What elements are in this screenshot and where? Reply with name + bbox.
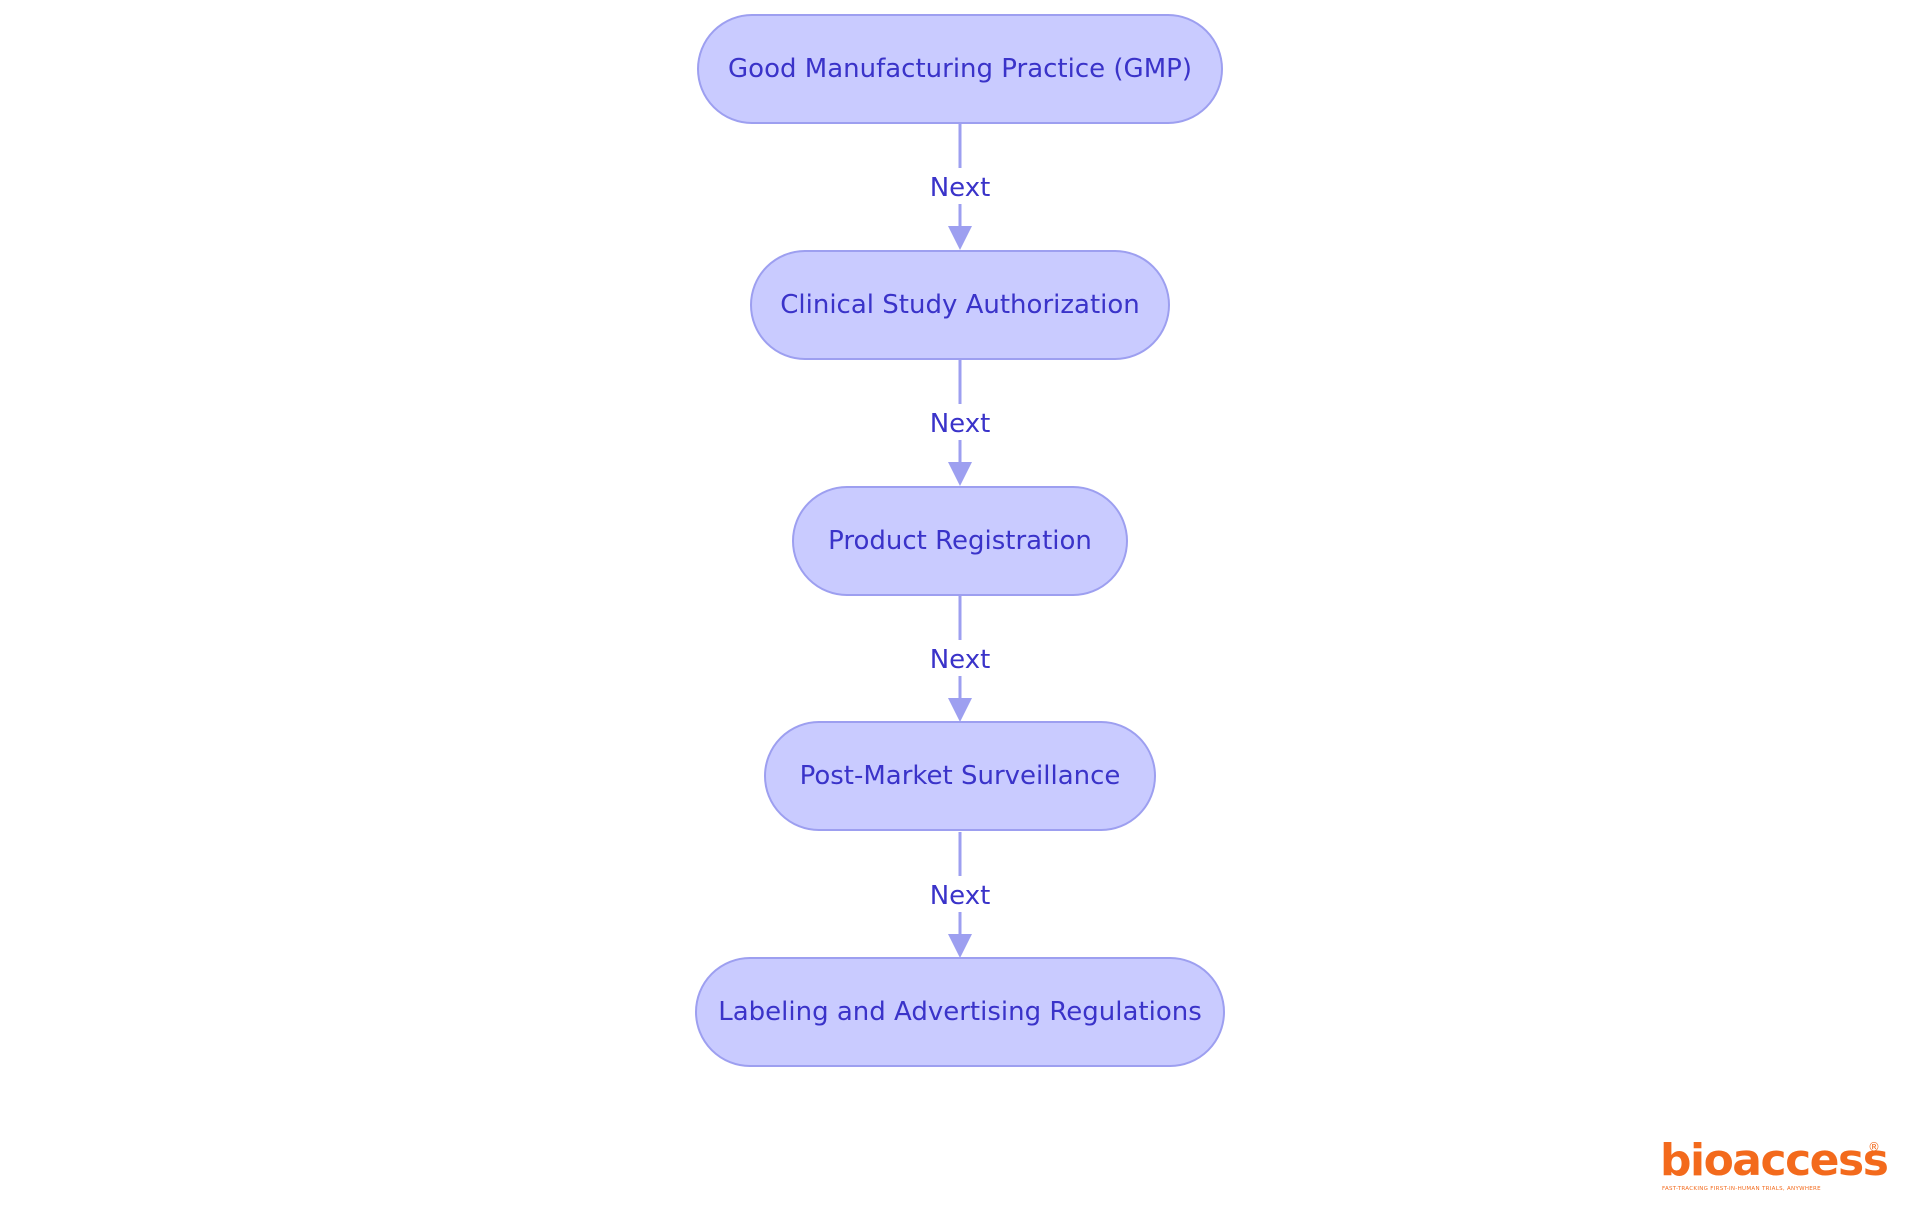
node-label: Good Manufacturing Practice (GMP) [728,54,1192,84]
node-product-registration: Product Registration [792,486,1128,596]
node-clinical-study-authorization: Clinical Study Authorization [750,250,1170,360]
arrowhead-icon [948,462,972,486]
edge-csa-to-pr: Next [928,360,992,486]
logo-wordmark: bioaccess [1660,1135,1889,1186]
arrowhead-icon [948,934,972,958]
edge-label: Next [930,881,991,911]
node-post-market-surveillance: Post-Market Surveillance [764,721,1156,831]
node-label: Labeling and Advertising Regulations [718,997,1202,1027]
edge-label: Next [930,645,991,675]
bioaccess-logo: bioaccess ® FAST-TRACKING FIRST-IN-HUMAN… [1660,1138,1889,1194]
node-label: Clinical Study Authorization [780,290,1140,320]
arrowhead-icon [948,698,972,722]
node-label: Post-Market Surveillance [800,761,1121,791]
logo-tagline: FAST-TRACKING FIRST-IN-HUMAN TRIALS, ANY… [1662,1186,1821,1192]
node-labeling-and-advertising: Labeling and Advertising Regulations [695,957,1225,1067]
edge-label: Next [930,409,991,439]
node-gmp: Good Manufacturing Practice (GMP) [697,14,1223,124]
edge-pr-to-pms: Next [928,596,992,722]
node-label: Product Registration [828,526,1092,556]
edge-gmp-to-csa: Next [928,124,992,250]
registered-mark: ® [1868,1140,1880,1154]
edge-pms-to-lar: Next [928,832,992,958]
edge-label: Next [930,173,991,203]
arrowhead-icon [948,226,972,250]
